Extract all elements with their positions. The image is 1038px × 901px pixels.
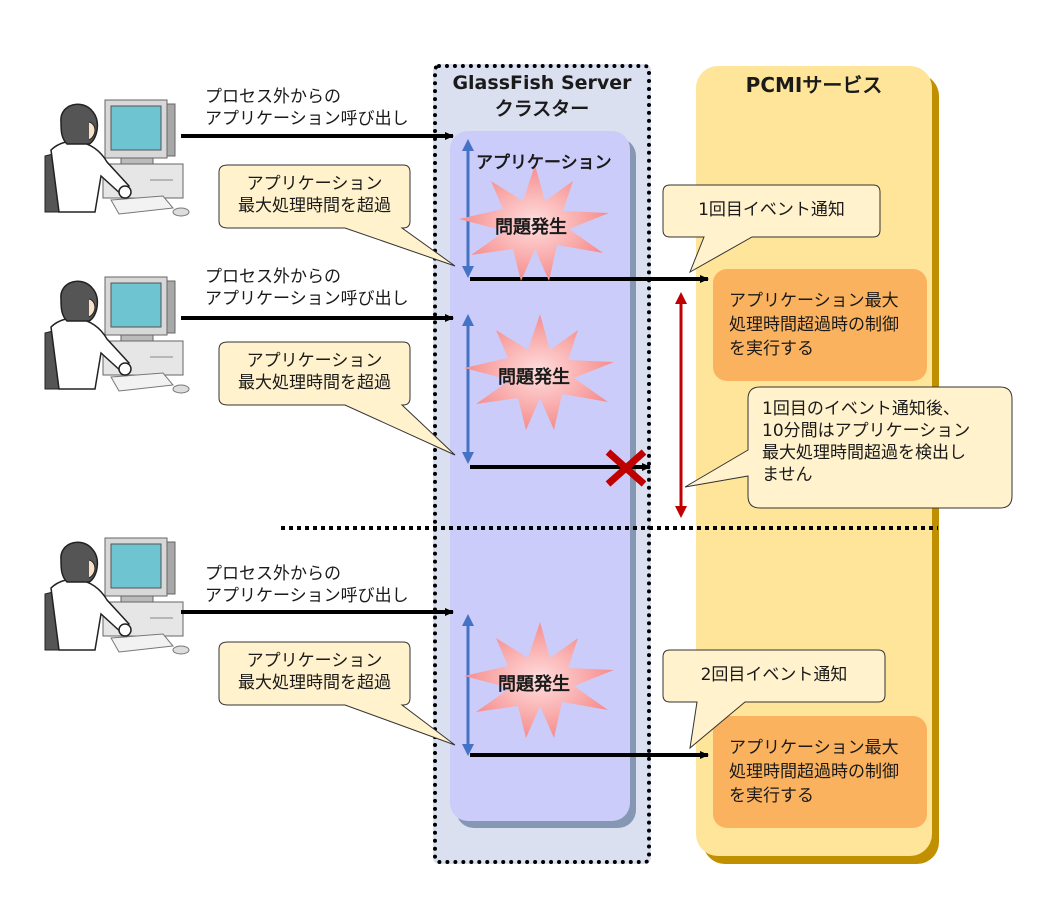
pcmi-action-box-1: アプリケーション最大 処理時間超過時の制御 を実行する [713,269,927,381]
note-line: 1回目のイベント通知後、 [762,399,960,419]
bubble-line: アプリケーション [246,351,383,371]
action-text-line: アプリケーション最大 [729,291,899,311]
event-bubble-2 [662,649,886,750]
cluster-title-line1: GlassFish Server [452,72,632,94]
suppression-note-text: 1回目のイベント通知後、 10分間はアプリケーション 最大処理時間超過を検出し … [762,398,970,486]
timeout-bubble-text-3: アプリケーション 最大処理時間を超過 [219,650,410,694]
cluster-title-line2: クラスター [494,98,590,120]
blocked-cross-icon [605,449,647,487]
caller-label-line: アプリケーション呼び出し [205,109,409,129]
caller-label-2: プロセス外からの アプリケーション呼び出し [205,266,409,310]
caller-label-line: アプリケーション呼び出し [205,586,409,606]
timeout-bubble-text-1: アプリケーション 最大処理時間を超過 [219,173,410,217]
caller-label-line: プロセス外からの [205,267,341,287]
bubble-line: アプリケーション [246,174,383,194]
action-text-line: を実行する [729,339,814,359]
action-text-line: を実行する [729,786,814,806]
timeout-bubble-text-2: アプリケーション 最大処理時間を超過 [219,350,410,394]
note-line: ません [762,465,813,485]
timeout-bubble-3 [218,641,456,746]
note-line: 最大処理時間超過を検出し [762,443,966,463]
action-text-line: アプリケーション最大 [729,738,899,758]
problem-label-1: 問題発生 [495,217,567,238]
pcmi-action-box-2: アプリケーション最大 処理時間超過時の制御 を実行する [713,716,927,828]
user-computer-icon-2 [44,276,190,394]
action-text-line: 処理時間超過時の制御 [729,762,899,782]
caller-label-1: プロセス外からの アプリケーション呼び出し [205,86,409,130]
caller-label-3: プロセス外からの アプリケーション呼び出し [205,563,409,607]
problem-label-2: 問題発生 [498,367,570,388]
event-bubble-text-2: 2回目イベント通知 [700,665,848,685]
bubble-line: 最大処理時間を超過 [238,196,391,216]
bubble-line: 最大処理時間を超過 [238,373,391,393]
cluster-title: GlassFish Server クラスター [433,70,651,122]
bubble-line: 最大処理時間を超過 [238,673,391,693]
timeout-bubble-2 [218,341,456,456]
caller-label-line: プロセス外からの [205,87,341,107]
timeout-bubble-1 [218,164,456,267]
event-bubble-1 [662,184,881,274]
caller-label-line: アプリケーション呼び出し [205,289,409,309]
action-text-line: 処理時間超過時の制御 [729,315,899,335]
caller-label-line: プロセス外からの [205,564,341,584]
user-computer-icon-1 [44,99,190,217]
problem-label-3: 問題発生 [498,674,570,695]
note-line: 10分間はアプリケーション [762,421,971,441]
suppression-note-bubble [684,386,1013,509]
pcmi-service-title: PCMIサービス [745,73,883,97]
application-label: アプリケーション [476,153,612,173]
event-bubble-text-1: 1回目イベント通知 [698,200,845,220]
user-computer-icon-3 [44,537,190,655]
bubble-line: アプリケーション [246,651,383,671]
